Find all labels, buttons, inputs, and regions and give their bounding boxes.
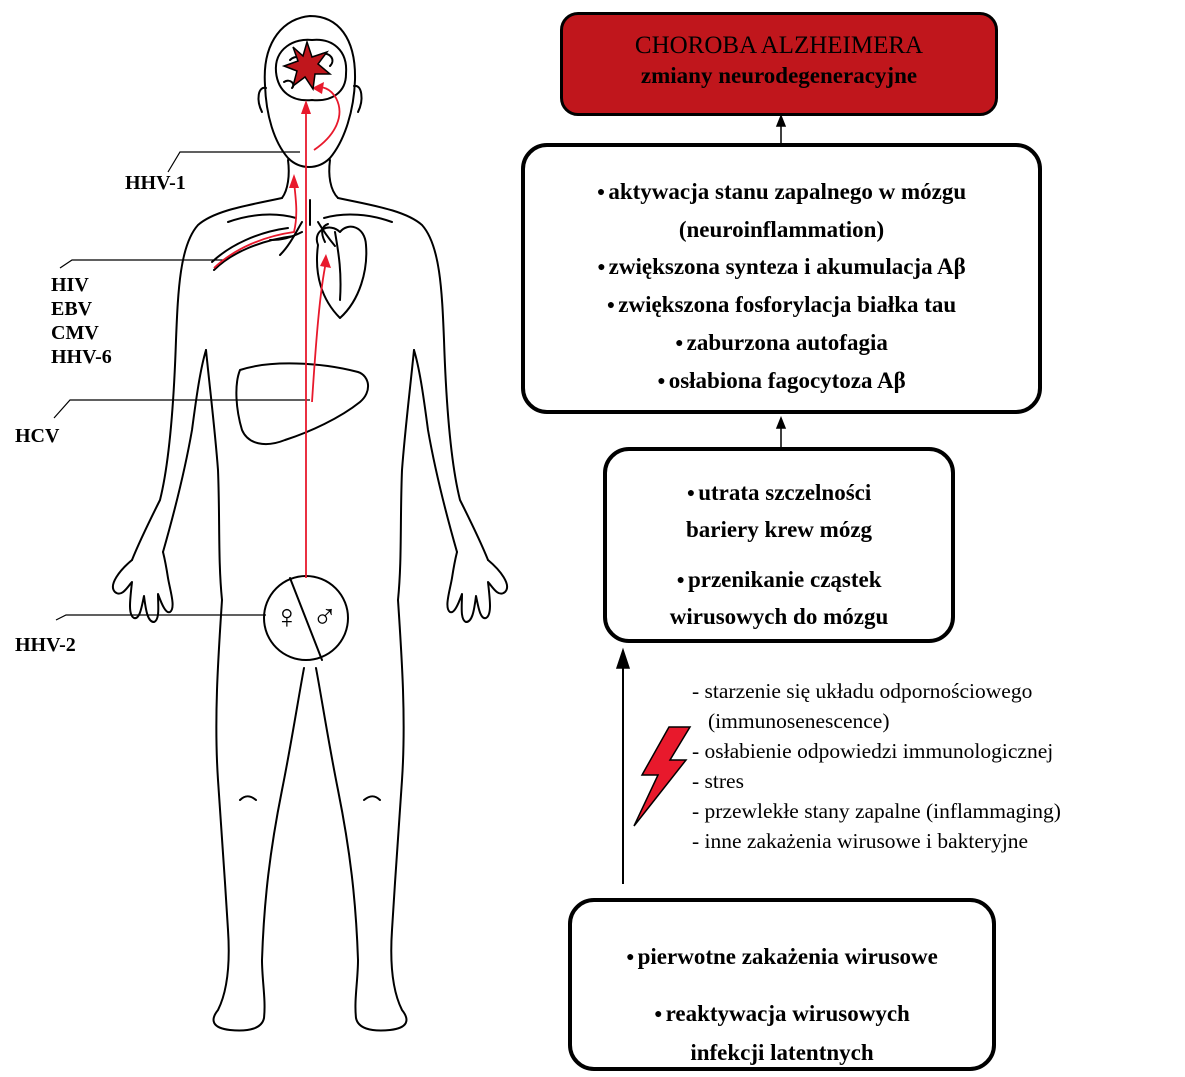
risk-factor: - przewlekłe stany zapalne (inflammaging… <box>692 796 1061 826</box>
label-hhv2: HHV-2 <box>15 634 76 657</box>
brain-curve-pathway <box>314 87 339 150</box>
bbb-item-2: ●przenikanie cząstek <box>607 562 951 599</box>
infection-item-1: ●pierwotne zakażenia wirusowe <box>572 938 992 977</box>
risk-factor: (immunosenescence) <box>692 706 1061 736</box>
mechanisms-box: ●aktywacja stanu zapalnego w mózgu (neur… <box>521 143 1042 414</box>
alzheimer-box: CHOROBA ALZHEIMERA zmiany neurodegenerac… <box>560 12 998 116</box>
alzheimer-subtitle: zmiany neurodegeneracyjne <box>563 61 995 91</box>
risk-factors-list: - starzenie się układu odpornościowego (… <box>692 676 1061 856</box>
infection-item-2: ●reaktywacja wirusowych <box>572 995 992 1034</box>
hhv1-leader-line <box>168 152 300 172</box>
label-hiv: HIV <box>51 274 89 297</box>
label-hhv6: HHV-6 <box>51 346 112 369</box>
mechanism-item: ●zaburzona autofagia <box>525 324 1038 362</box>
label-ebv: EBV <box>51 298 92 321</box>
hhv2-leader-line <box>56 615 266 620</box>
viral-infections-box: ●pierwotne zakażenia wirusowe ●reaktywac… <box>568 898 996 1071</box>
mechanism-item-continued: (neuroinflammation) <box>525 211 1038 248</box>
label-hcv: HCV <box>15 425 59 448</box>
mechanism-item: ●osłabiona fagocytoza Aβ <box>525 362 1038 400</box>
liver-icon <box>236 363 368 444</box>
arrowhead-bbb-to-mech <box>777 418 785 428</box>
alzheimer-title: CHOROBA ALZHEIMERA <box>563 31 995 61</box>
mechanism-item: ●aktywacja stanu zapalnego w mózgu <box>525 173 1038 211</box>
risk-factor: - starzenie się układu odpornościowego <box>692 676 1061 706</box>
viral-pathway-arrows <box>214 87 339 578</box>
female-symbol-icon: ♀ <box>274 600 300 636</box>
human-body-icon <box>113 16 507 1031</box>
arrowhead-mech-to-ad <box>777 116 785 126</box>
lightning-bolt-icon <box>634 727 690 826</box>
label-hhv1: HHV-1 <box>125 172 186 195</box>
bbb-item-2-line-2: wirusowych do mózgu <box>607 599 951 635</box>
mechanism-item: ●zwiększona synteza i akumulacja Aβ <box>525 248 1038 286</box>
hcv-leader-line <box>54 400 310 418</box>
subclavian-arrowhead <box>289 174 299 188</box>
bbb-item-1-line-2: bariery krew mózg <box>607 512 951 548</box>
arrowhead-infect-to-bbb <box>617 650 629 668</box>
hiv-leader-line <box>60 260 226 268</box>
heart-arrowhead <box>320 254 331 268</box>
bbb-item-1: ●utrata szczelności <box>607 475 951 512</box>
infection-item-2-line-2: infekcji latentnych <box>572 1034 992 1072</box>
label-cmv: CMV <box>51 322 99 345</box>
risk-factor: - stres <box>692 766 1061 796</box>
mechanism-item: ●zwiększona fosforylacja białka tau <box>525 286 1038 324</box>
male-symbol-icon: ♂ <box>312 600 338 636</box>
risk-factor: - inne zakażenia wirusowe i bakteryjne <box>692 826 1061 856</box>
main-arrowhead <box>301 100 311 114</box>
risk-factor: - osłabienie odpowiedzi immunologicznej <box>692 736 1061 766</box>
blood-brain-barrier-box: ●utrata szczelności bariery krew mózg ●p… <box>603 447 955 643</box>
